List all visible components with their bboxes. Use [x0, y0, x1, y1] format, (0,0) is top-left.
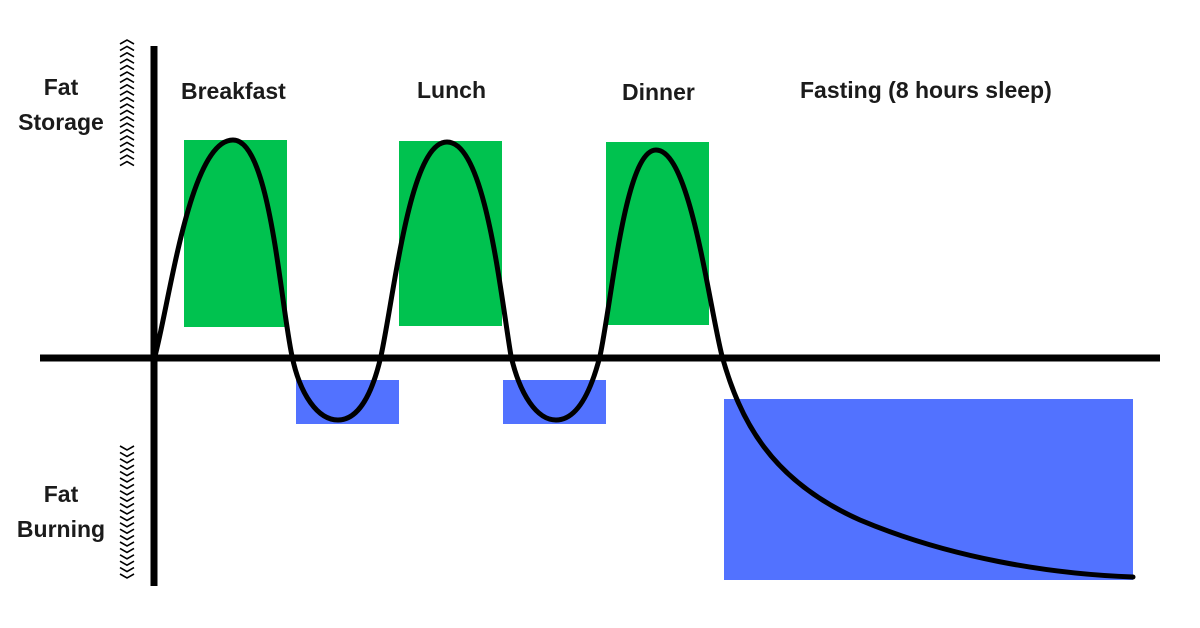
up-chevron [119, 71, 135, 77]
dinner-label: Dinner [622, 79, 695, 105]
up-chevron [119, 141, 135, 148]
fasting-burning-box [724, 399, 1133, 580]
up-chevron [119, 90, 135, 96]
lunch-storage-box [399, 141, 502, 326]
lunch-label: Lunch [417, 77, 486, 103]
fat-balance-curve [152, 137, 1136, 580]
up-chevron [119, 115, 135, 122]
up-chevron [119, 96, 135, 103]
down-chevron [119, 445, 135, 451]
up-chevron [119, 154, 135, 160]
up-chevron [119, 45, 135, 52]
down-chevron [119, 528, 135, 535]
down-chevron [119, 547, 135, 554]
down-chevron [119, 522, 135, 528]
fat-storage-label-line1: Fat [43, 74, 79, 100]
down-chevron [119, 573, 135, 579]
up-chevron [119, 122, 135, 128]
down-chevron [119, 566, 135, 573]
up-chevron [119, 58, 135, 64]
up-chevron [119, 77, 135, 84]
fat-storage-label-line2: Storage [18, 109, 104, 135]
down-chevron [119, 502, 135, 509]
fat-burning-label: Fat Burning [6, 477, 116, 547]
up-chevron [119, 135, 135, 141]
down-chevron [119, 541, 135, 547]
down-chevron [119, 470, 135, 477]
down-chevron [119, 483, 135, 490]
down-chevron [119, 464, 135, 471]
down-chevrons-icon [119, 445, 135, 579]
down-chevron [119, 496, 135, 503]
up-chevron [119, 160, 135, 167]
fat-burning-label-line2: Burning [16, 516, 106, 542]
up-chevron [119, 109, 135, 116]
up-chevron [119, 39, 135, 45]
down-chevron [119, 451, 135, 458]
fat-storage-label: Fat Storage [6, 70, 116, 140]
down-chevron [119, 490, 135, 496]
down-chevron [119, 509, 135, 515]
down-chevron [119, 560, 135, 567]
fat-burning-label-line1: Fat [43, 481, 79, 507]
down-chevron [119, 554, 135, 560]
down-chevron [119, 534, 135, 541]
down-chevron [119, 477, 135, 483]
up-chevron [119, 64, 135, 71]
up-chevron [119, 83, 135, 90]
up-chevron [119, 51, 135, 58]
up-chevrons-icon [119, 39, 135, 167]
down-chevron [119, 458, 135, 464]
up-chevron [119, 128, 135, 135]
fasting-label: Fasting (8 hours sleep) [800, 77, 1052, 103]
up-chevron [119, 147, 135, 154]
breakfast-label: Breakfast [181, 78, 286, 104]
up-chevron [119, 103, 135, 109]
down-chevron [119, 515, 135, 522]
